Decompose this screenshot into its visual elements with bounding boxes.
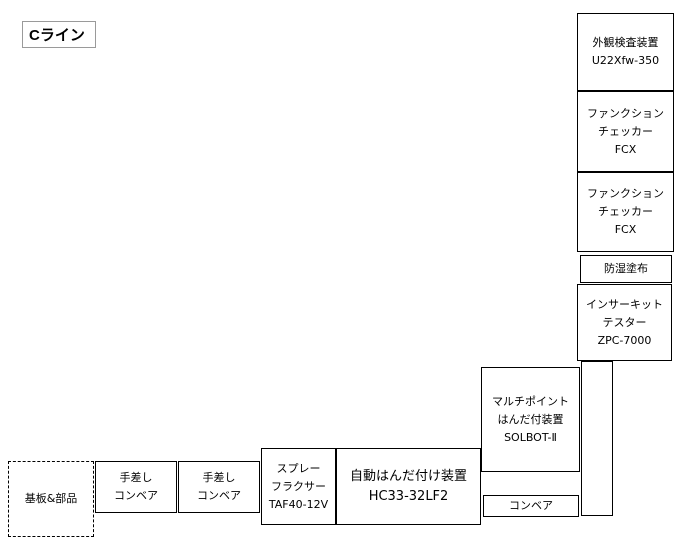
moisture-coating-box: 防湿塗布 [580,255,672,283]
ict-model: ZPC-7000 [597,333,652,347]
board-parts-box: 基板&部品 [8,461,94,537]
ict-line2: テスター [602,315,647,329]
multipoint-model: SOLBOT-Ⅱ [504,430,557,444]
function-checker-box-1: ファンクション チェッカー FCX [577,91,674,172]
manual2-line2: コンベア [197,489,241,502]
board-label: 基板&部品 [24,492,78,505]
fct2-model: FCX [614,223,637,236]
auto-solder-box: 自動はんだ付け装置 HC33-32LF2 [336,448,481,525]
manual1-line1: 手差し [119,471,153,484]
vertical-conveyor [581,361,613,516]
incircuit-tester-box: インサーキット テスター ZPC-7000 [577,284,672,361]
multipoint-line1: マルチポイント [492,394,569,408]
coating-name: 防湿塗布 [604,262,648,275]
manual-conveyor-box-2: 手差し コンベア [178,461,260,513]
manual-conveyor-box-1: 手差し コンベア [95,461,177,513]
fct2-line2: チェッカー [598,205,653,218]
manual2-line1: 手差し [202,471,236,484]
multipoint-line2: はんだ付装置 [497,412,564,426]
inspection-name: 外観検査装置 [592,36,659,49]
auto-solder-name: 自動はんだ付け装置 [349,468,467,484]
manual1-line2: コンベア [114,489,158,502]
spray-model: TAF40-12V [268,497,329,511]
auto-solder-model: HC33-32LF2 [368,488,449,504]
multipoint-solder-box: マルチポイント はんだ付装置 SOLBOT-Ⅱ [481,367,580,472]
spray-line1: スプレー [276,461,321,475]
fct1-model: FCX [614,142,637,156]
inspection-model: U22Xfw-350 [591,54,660,67]
fct1-line2: チェッカー [598,124,653,138]
fct1-line1: ファンクション [587,106,664,120]
spray-fluxer-box: スプレー フラクサー TAF40-12V [261,448,336,525]
visual-inspection-box: 外観検査装置 U22Xfw-350 [577,13,674,91]
spray-line2: フラクサー [271,479,326,493]
conveyor-small-label: コンベア [509,499,553,512]
line-title: Cライン [22,21,96,48]
fct2-line1: ファンクション [587,187,664,200]
conveyor-small-box: コンベア [483,495,579,517]
function-checker-box-2: ファンクション チェッカー FCX [577,172,674,252]
ict-line1: インサーキット [586,297,663,311]
